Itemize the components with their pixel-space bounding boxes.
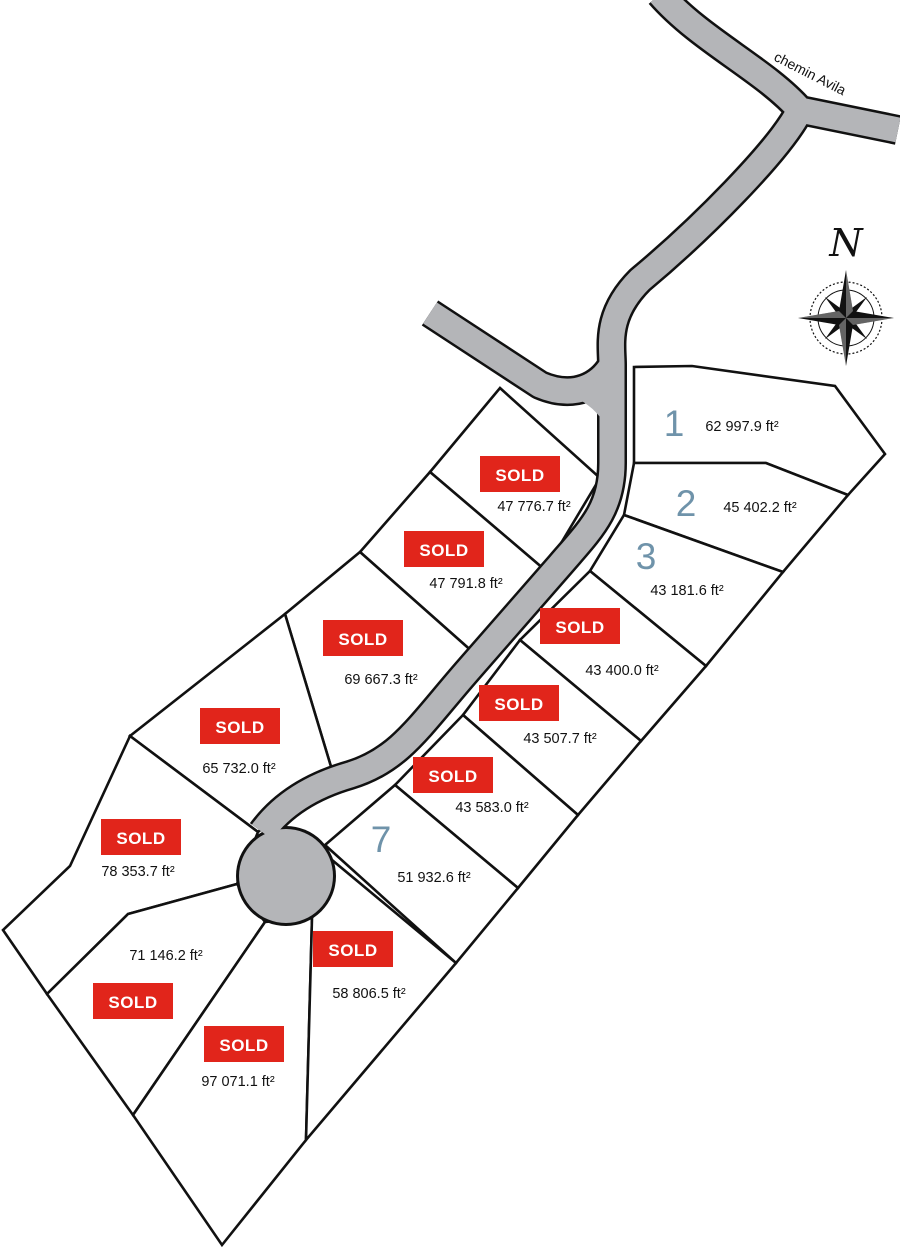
lot-3-number: 3 [636,536,657,577]
sold-badge: SOLD [200,708,280,744]
lot-2-outline[interactable] [622,461,851,574]
svg-text:SOLD: SOLD [428,767,477,786]
lot-2-number: 2 [676,483,697,524]
road-network [236,0,900,926]
sold-badge: SOLD [323,620,403,656]
sold-badge: SOLD [101,819,181,855]
svg-text:SOLD: SOLD [219,1036,268,1055]
svg-text:SOLD: SOLD [215,718,264,737]
sold-badge: SOLD [313,931,393,967]
lot-6-area: 43 583.0 ft² [455,800,529,816]
svg-text:SOLD: SOLD [328,941,377,960]
lot-2-area: 45 402.2 ft² [723,500,797,516]
sold-badge: SOLD [204,1026,284,1062]
lot-1-number: 1 [664,403,685,444]
lot-5-area: 43 507.7 ft² [523,731,597,747]
lot-10-area: 69 667.3 ft² [344,672,418,688]
lot-3-area: 43 181.6 ft² [650,583,724,599]
svg-text:SOLD: SOLD [419,541,468,560]
lot-8-area: 47 776.7 ft² [497,499,571,515]
lot-15-area: 58 806.5 ft² [332,986,406,1002]
sold-badge: SOLD [404,531,484,567]
svg-text:SOLD: SOLD [338,630,387,649]
lot-11-area: 65 732.0 ft² [202,761,276,777]
svg-text:SOLD: SOLD [495,466,544,485]
sold-badge: SOLD [480,456,560,492]
svg-text:SOLD: SOLD [494,695,543,714]
lot-4-area: 43 400.0 ft² [585,663,659,679]
north-label: N [828,221,864,265]
sold-badge: SOLD [540,608,620,644]
sold-badge: SOLD [413,757,493,793]
sold-badge: SOLD [93,983,173,1019]
lot-12-area: 78 353.7 ft² [101,864,175,880]
svg-text:SOLD: SOLD [555,618,604,637]
lot-9-area: 47 791.8 ft² [429,576,503,592]
lot-13-area: 71 146.2 ft² [129,948,203,964]
lot-7-number: 7 [371,819,392,860]
svg-text:SOLD: SOLD [116,829,165,848]
compass-rose-icon [798,270,894,366]
lot-14-area: 97 071.1 ft² [201,1074,275,1090]
lot-outlines [1,364,887,1248]
svg-text:SOLD: SOLD [108,993,157,1012]
lot-7-area: 51 932.6 ft² [397,870,471,886]
sold-badge: SOLD [479,685,559,721]
lot-labels: 1 62 997.9 ft² 2 45 402.2 ft² 3 43 181.6… [93,403,797,1090]
lot-1-area: 62 997.9 ft² [705,419,779,435]
